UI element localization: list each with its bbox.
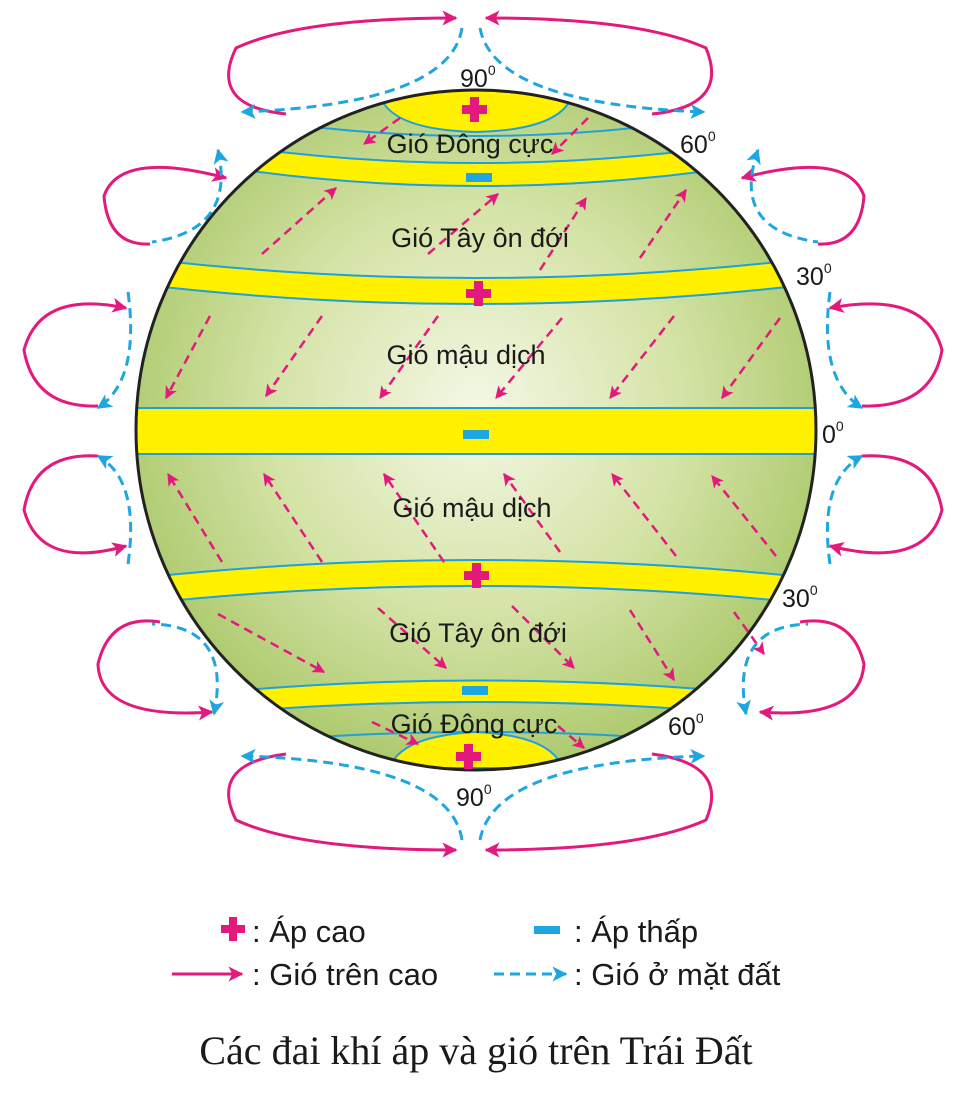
label-south-polar-easterlies: Gió Đông cực [391,709,558,739]
label-south-trade-winds: Gió mậu dịch [392,493,551,523]
lat-60s: 600 [668,710,704,741]
belt-labels: Gió Đông cực Gió Tây ôn đới Gió mậu dịch… [386,129,568,739]
high-pressure-sign [462,97,487,122]
high-pressure-sign [456,744,481,769]
label-north-polar-easterlies: Gió Đông cực [387,129,554,159]
lat-90n: 900 [460,62,496,93]
label-south-westerlies: Gió Tây ôn đới [389,618,567,648]
south-60-low-belt [190,680,770,716]
lat-0: 00 [822,418,844,449]
lat-30n: 300 [796,260,832,291]
legend-upper-wind-label: : Gió trên cao [252,957,438,992]
latitude-labels: 900 600 300 00 300 600 900 [456,62,844,812]
high-pressure-sign [466,281,491,306]
surface-wind-arrows [164,116,782,749]
low-pressure-sign [462,686,488,695]
label-north-westerlies: Gió Tây ôn đới [391,223,569,253]
low-pressure-sign [466,173,492,182]
south-polar-high-belt [388,730,564,769]
legend-low-icon [534,926,560,934]
high-pressure-sign [464,563,489,588]
lat-90s: 900 [456,781,492,812]
lat-30s: 300 [782,582,818,613]
north-30-high-belt [136,256,816,304]
figure-caption: Các đai khí áp và gió trên Trái Đất [199,1028,752,1073]
circulation-cells [22,10,944,858]
legend: : Áp cao : Áp thấp : Gió trên cao : Gió … [172,914,781,992]
legend-high-label: : Áp cao [252,914,366,949]
north-60-low-belt [180,138,780,186]
legend-surface-wind-label: : Gió ở mặt đất [574,957,781,992]
lat-60n: 600 [680,128,716,159]
pressure-signs [456,97,492,769]
legend-high-icon [221,917,245,941]
legend-low-label: : Áp thấp [574,914,698,949]
label-north-trade-winds: Gió mậu dịch [386,340,545,370]
low-pressure-sign [463,430,489,439]
